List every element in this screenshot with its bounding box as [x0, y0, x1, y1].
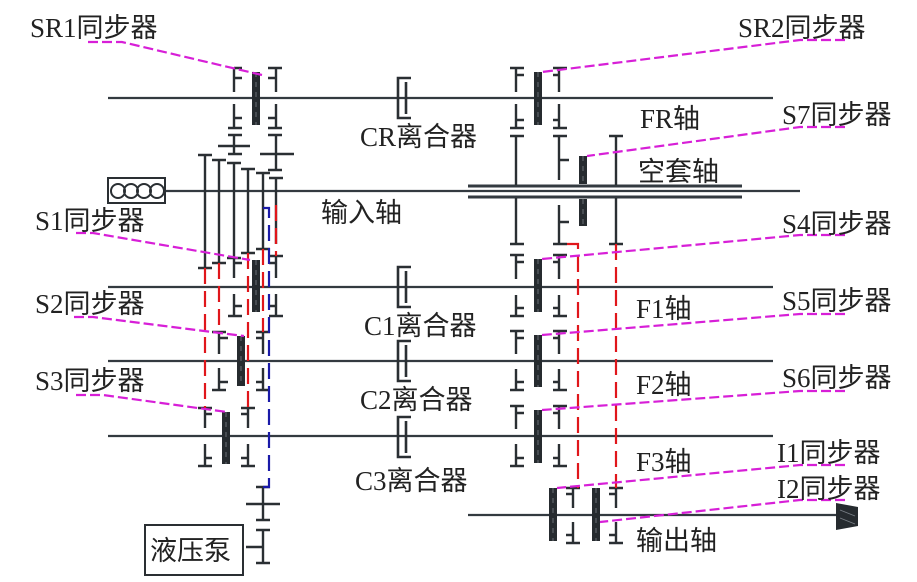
i2-synchronizer-label: I2同步器: [777, 474, 881, 504]
clutches: [396, 76, 411, 459]
s7-synchronizer-label: S7同步器: [782, 100, 892, 130]
f2-shaft-label: F2轴: [636, 370, 692, 400]
labels: SR1同步器 SR2同步器 CR离合器 FR轴 S7同步器 空套轴 输入轴 S1…: [30, 13, 892, 556]
f3-shaft-label: F3轴: [636, 447, 692, 477]
input-shaft-label: 输入轴: [321, 198, 402, 228]
s6-synchronizer-label: S6同步器: [782, 363, 892, 393]
hollow-shaft-label: 空套轴: [638, 157, 719, 187]
s4-synchronizer-label: S4同步器: [782, 209, 892, 239]
c2-clutch-label: C2离合器: [360, 385, 473, 415]
right-power-paths: [567, 242, 618, 488]
output-flange-icon: [836, 503, 858, 530]
left-power-paths: [203, 205, 278, 489]
cr-clutch-label: CR离合器: [360, 122, 477, 152]
sr1-synchronizer-label: SR1同步器: [30, 13, 158, 43]
left-synchronizers: [222, 72, 260, 464]
fr-shaft-label: FR轴: [640, 104, 700, 134]
pump-label: 液压泵: [150, 536, 231, 566]
cr-clutch-icon: [396, 76, 411, 120]
output-shaft-label: 输出轴: [636, 526, 717, 556]
damper-spring-icon: [107, 177, 166, 204]
c3-clutch-icon: [396, 415, 411, 459]
f1-shaft-label: F1轴: [636, 294, 692, 324]
right-synchronizers: [534, 72, 600, 541]
s5-synchronizer-label: S5同步器: [782, 286, 892, 316]
right-gear-cluster: [510, 66, 623, 545]
i1-synchronizer-label: I1同步器: [777, 438, 881, 468]
sr2-synchronizer-label: SR2同步器: [738, 13, 866, 43]
hydraulic-pump: 液压泵: [144, 524, 244, 576]
c1-clutch-icon: [396, 265, 411, 309]
leader-lines: [74, 38, 845, 524]
c2-clutch-icon: [396, 339, 411, 383]
left-gear-cluster: [198, 66, 294, 565]
s3-synchronizer-label: S3同步器: [35, 366, 145, 396]
s1-synchronizer-label: S1同步器: [35, 206, 145, 236]
c1-clutch-label: C1离合器: [364, 311, 477, 341]
s2-synchronizer-label: S2同步器: [35, 289, 145, 319]
c3-clutch-label: C3离合器: [355, 466, 468, 496]
